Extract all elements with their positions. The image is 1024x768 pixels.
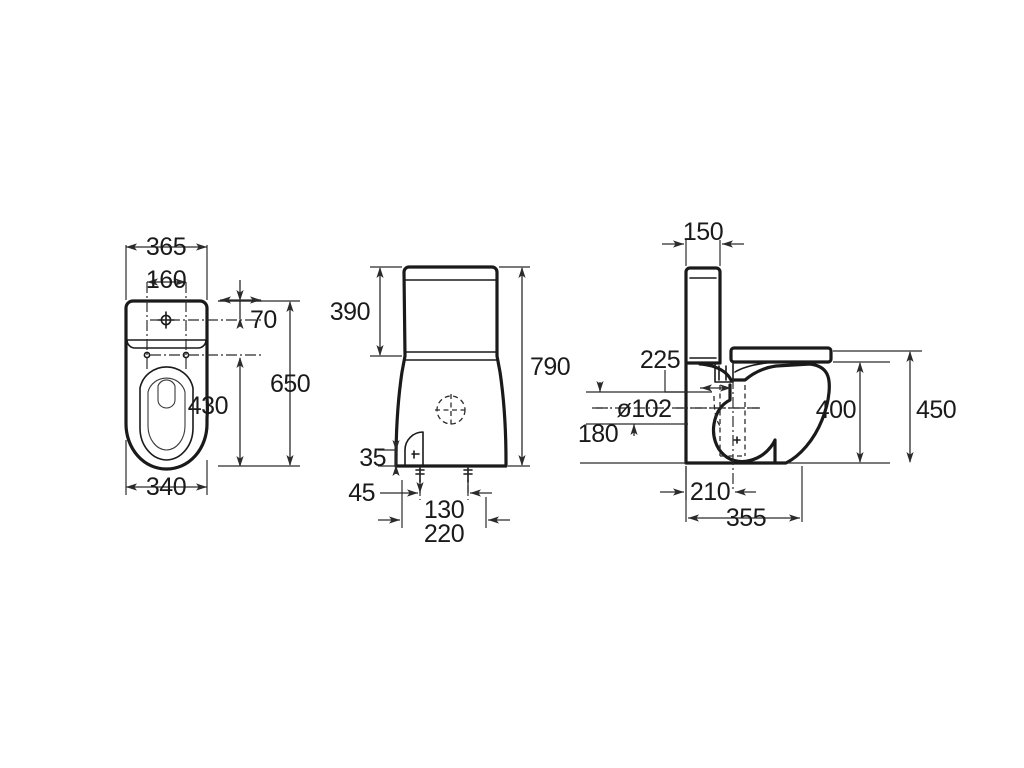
- side-bowl-profile: [698, 362, 831, 465]
- side-outlet-hidden-curve: [713, 395, 721, 427]
- plan-dim-340-label: 340: [146, 473, 186, 501]
- front-arrow-390-bottom: [376, 345, 384, 356]
- front-arrow-35-bottom: [392, 465, 400, 476]
- plan-arrow-650-top: [286, 301, 294, 312]
- plan-bolt-hole-left: [143, 351, 151, 359]
- plan-arrow-650-bottom: [286, 455, 294, 466]
- side-cistern-outline: [684, 266, 722, 365]
- front-dim-35-label: 35: [359, 444, 386, 472]
- side-rim-inner: [734, 360, 813, 373]
- plan-seat-inner: [147, 377, 186, 451]
- front-foot-mark: [411, 450, 420, 459]
- side-dim-450-label: 450: [916, 396, 956, 424]
- side-flush-connector-ribs: [718, 365, 727, 381]
- side-arrow-450-bottom: [906, 452, 914, 463]
- front-dim-790-label: 790: [530, 353, 570, 381]
- plan-arrow-430-top: [236, 357, 244, 368]
- plan-dim-365-label: 365: [146, 233, 186, 261]
- side-dim-355-label: 355: [726, 504, 766, 532]
- plan-view: 365 160 340 70 430 650: [124, 233, 311, 501]
- plan-seat-outer: [139, 366, 194, 461]
- plan-dim-430-label: 430: [188, 392, 228, 420]
- side-dim-210-label: 210: [690, 478, 730, 506]
- front-arrow-35-top: [392, 440, 400, 451]
- front-dim-220-label: 220: [424, 520, 464, 548]
- side-seat-lid: [729, 346, 833, 364]
- side-dim-225-label: 225: [640, 346, 680, 374]
- front-arrow-130-left: [416, 482, 424, 493]
- front-body-outline: [394, 265, 508, 468]
- front-arrow-390-top: [376, 267, 384, 278]
- side-arrow-225-right: [720, 384, 731, 392]
- plan-cistern-lip: [126, 339, 207, 349]
- side-arrow-450-top: [906, 351, 914, 362]
- plan-arrow-430-bottom: [236, 456, 244, 467]
- plan-dim-70-label: 70: [250, 306, 277, 334]
- front-view: 390 790 35 45 130 220: [330, 265, 571, 548]
- side-dim-400-label: 400: [816, 396, 856, 424]
- front-arrow-790-top: [518, 267, 526, 278]
- side-view: 150 225 ø102 180 400 450: [578, 218, 957, 532]
- front-dim-390-label: 390: [330, 298, 370, 326]
- front-dim-45-label: 45: [348, 479, 375, 507]
- plan-arrow-70-top: [236, 290, 244, 301]
- plan-dim-160-label: 160: [146, 266, 186, 294]
- side-arrow-400-top: [856, 362, 864, 373]
- front-arrow-790-bottom: [518, 455, 526, 466]
- side-flush-connector: [714, 363, 734, 383]
- side-dim-150-label: 150: [683, 218, 723, 246]
- front-center-target-cross: [435, 394, 467, 426]
- side-arrow-225-left: [701, 384, 712, 392]
- plan-seat-notch: [157, 379, 176, 409]
- plan-arrow-70-bottom: [236, 318, 244, 329]
- plan-dim-650-label: 650: [270, 370, 310, 398]
- front-dim-130-label: 130: [424, 496, 464, 524]
- front-foot-detail: [404, 431, 424, 466]
- side-arrow-400-bottom: [856, 452, 864, 463]
- side-outlet-center-mark: [733, 436, 741, 444]
- side-dim-180-label: 180: [578, 420, 618, 448]
- plan-body-outline: [124, 299, 210, 471]
- side-dim-d102-label: ø102: [617, 395, 672, 423]
